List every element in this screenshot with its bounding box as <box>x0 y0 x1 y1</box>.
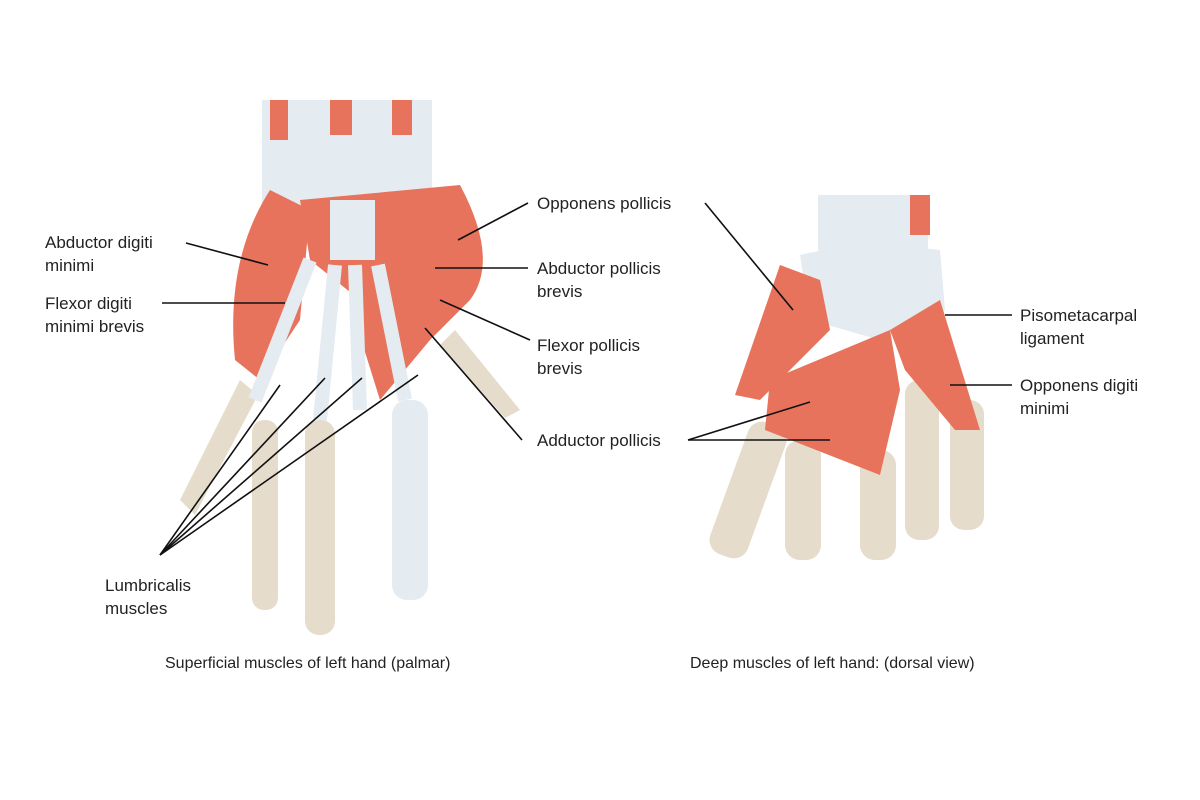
label-abductor-pollicis-brevis: Abductor pollicis brevis <box>537 259 661 301</box>
dorsal-hand-illustration <box>709 195 984 560</box>
label-abductor-digiti-minimi: Abductor digiti minimi <box>45 233 153 275</box>
palmar-hand-illustration <box>180 100 520 635</box>
label-opponens-digiti-minimi: Opponens digiti minimi <box>1020 376 1139 418</box>
label-pisometacarpal-ligament: Pisometacarpal ligament <box>1020 306 1138 348</box>
label-flexor-pollicis-brevis: Flexor pollicis brevis <box>537 336 640 378</box>
leader-lines <box>159 202 1012 556</box>
label-adductor-pollicis: Adductor pollicis <box>537 431 661 450</box>
label-flexor-digiti-minimi-brevis: Flexor digiti minimi brevis <box>45 294 145 336</box>
label-opponens-pollicis: Opponens pollicis <box>537 194 672 213</box>
caption-dorsal: Deep muscles of left hand: (dorsal view) <box>690 655 975 672</box>
label-lumbricalis-muscles: Lumbricalis muscles <box>105 576 191 618</box>
caption-palmar: Superficial muscles of left hand (palmar… <box>165 655 451 672</box>
